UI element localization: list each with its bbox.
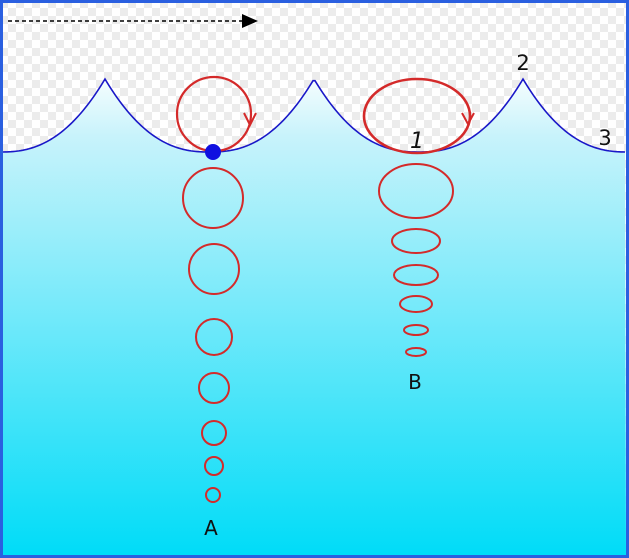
- label-point-3: 3: [598, 126, 611, 150]
- label-a: A: [204, 516, 218, 540]
- water-body: [3, 79, 626, 555]
- label-b: B: [408, 370, 422, 394]
- label-point-2: 2: [516, 51, 529, 75]
- label-point-1: 1: [410, 129, 424, 154]
- water-particle-dot: [205, 144, 221, 160]
